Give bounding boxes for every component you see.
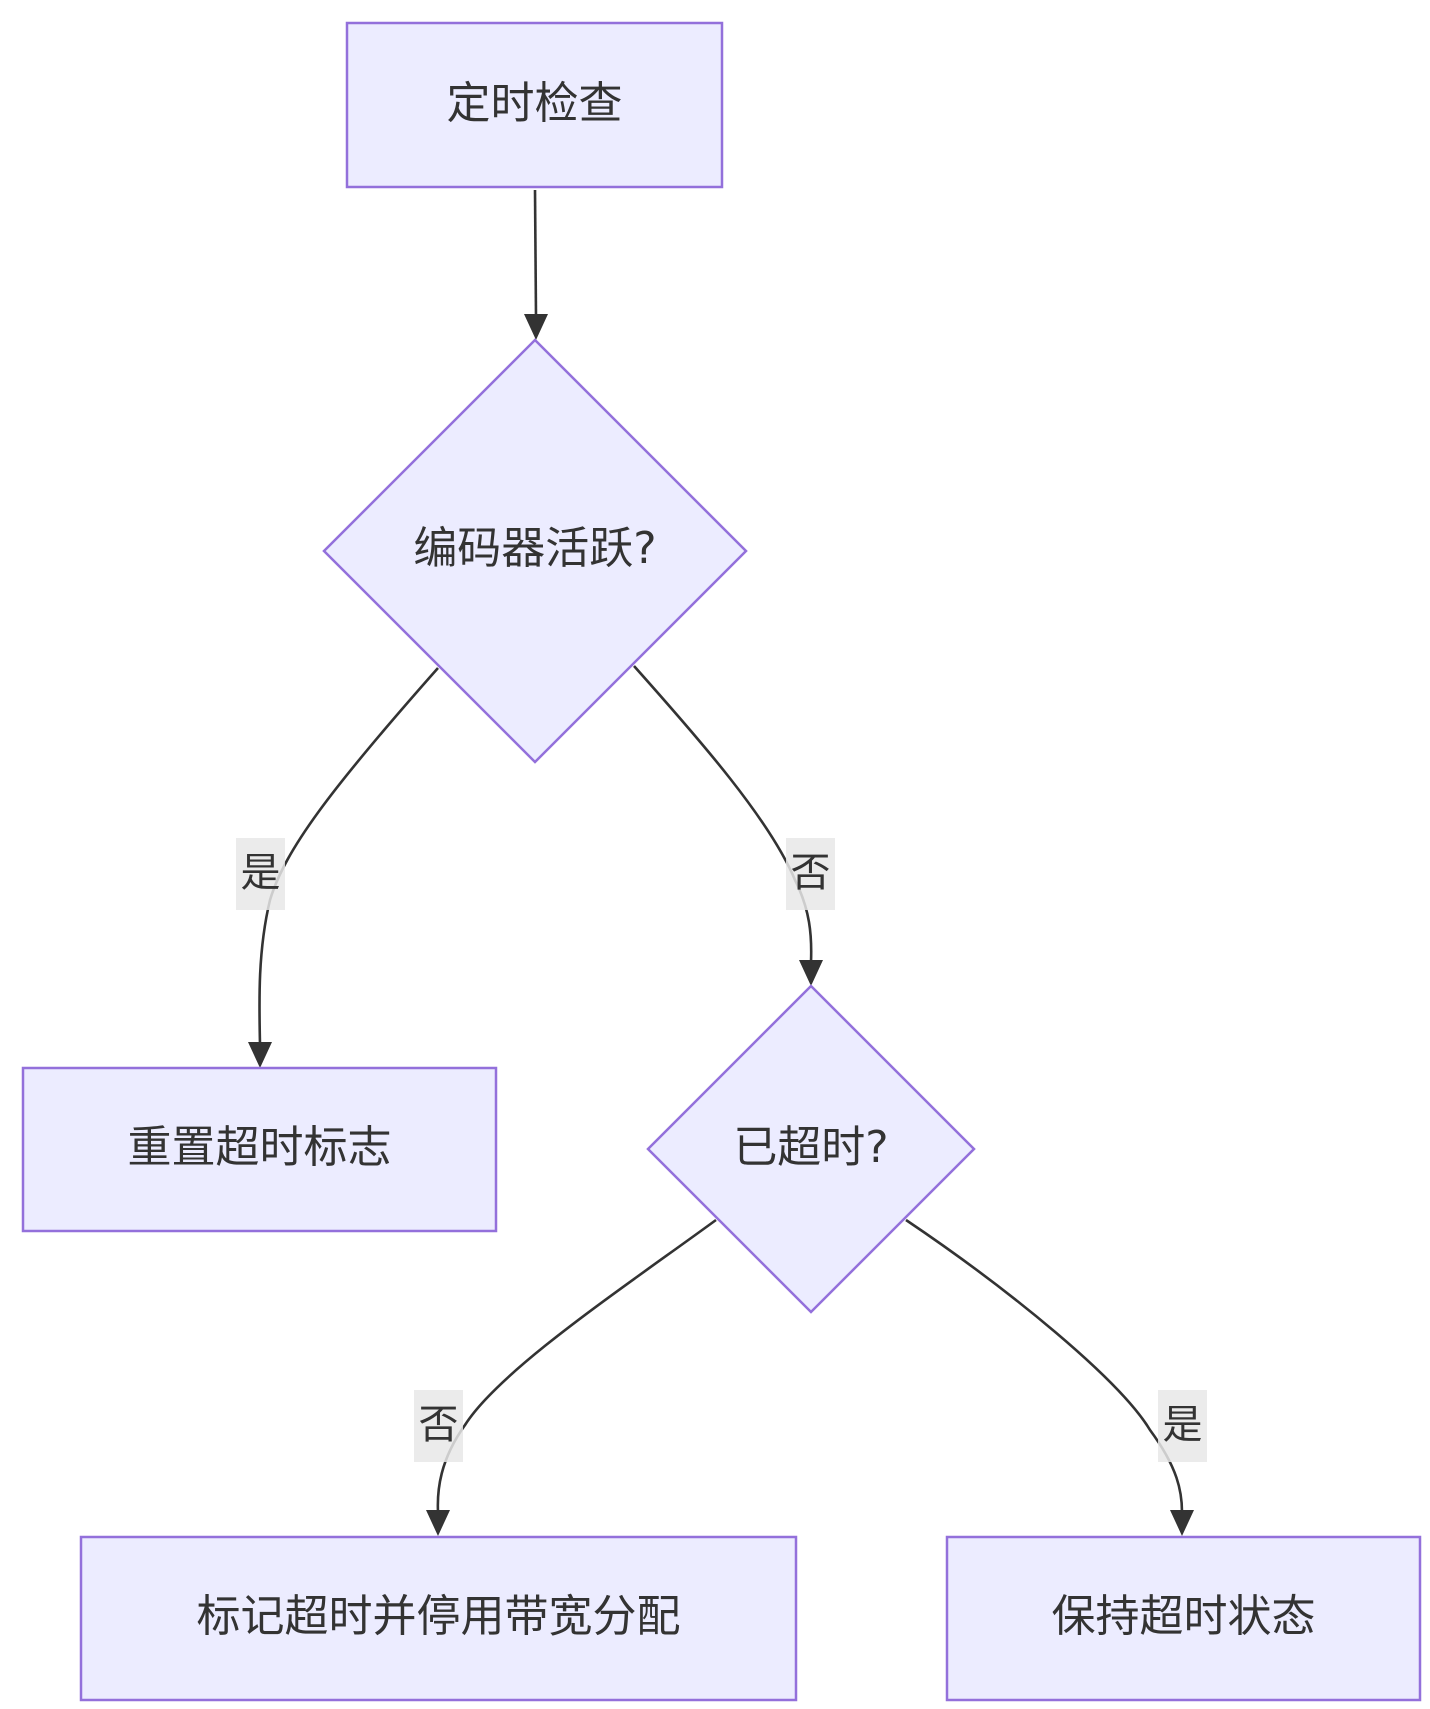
edge-label-text: 否 bbox=[419, 1402, 459, 1448]
edge-active-no bbox=[633, 665, 813, 963]
edge-label-timeout-yes: 是 bbox=[1158, 1390, 1207, 1462]
edge-timeout-no bbox=[436, 1218, 717, 1513]
edge-label-active-yes: 是 bbox=[236, 838, 285, 910]
edge-label-timeout-no: 否 bbox=[414, 1390, 463, 1462]
edge-label-active-no: 否 bbox=[786, 838, 835, 910]
edges bbox=[248, 189, 1194, 1536]
node-label: 已超时? bbox=[733, 1122, 888, 1173]
node-keep-timeout[interactable]: 保持超时状态 bbox=[945, 1535, 1422, 1702]
node-label: 标记超时并停用带宽分配 bbox=[197, 1591, 681, 1642]
edge-labels: 是 否 否 是 bbox=[236, 838, 1207, 1462]
arrowhead-icon bbox=[248, 1042, 272, 1068]
arrowhead-icon bbox=[1170, 1510, 1194, 1536]
node-encoder-active[interactable]: 编码器活跃? bbox=[322, 338, 748, 764]
node-label: 重置超时标志 bbox=[128, 1122, 392, 1173]
node-label: 定时检查 bbox=[447, 78, 623, 129]
edge-label-text: 是 bbox=[241, 850, 281, 896]
arrowhead-icon bbox=[799, 960, 823, 986]
node-timer-check[interactable]: 定时检查 bbox=[345, 21, 724, 189]
node-label: 保持超时状态 bbox=[1052, 1591, 1316, 1642]
edge-label-text: 是 bbox=[1163, 1402, 1203, 1448]
arrowhead-icon bbox=[426, 1510, 450, 1536]
arrowhead-icon bbox=[524, 314, 548, 340]
node-mark-timeout[interactable]: 标记超时并停用带宽分配 bbox=[79, 1535, 798, 1702]
node-label: 编码器活跃? bbox=[413, 523, 656, 574]
edge-timer-to-active bbox=[533, 189, 538, 318]
node-timed-out[interactable]: 已超时? bbox=[646, 984, 976, 1314]
edge-timeout-yes bbox=[905, 1218, 1184, 1513]
node-reset-timeout[interactable]: 重置超时标志 bbox=[21, 1066, 498, 1233]
nodes: 定时检查 编码器活跃? 重置超时标志 已超时? 标记超时并停用带宽分配 保持超时… bbox=[21, 21, 1422, 1702]
edge-active-yes bbox=[258, 667, 439, 1045]
edge-label-text: 否 bbox=[791, 850, 831, 896]
